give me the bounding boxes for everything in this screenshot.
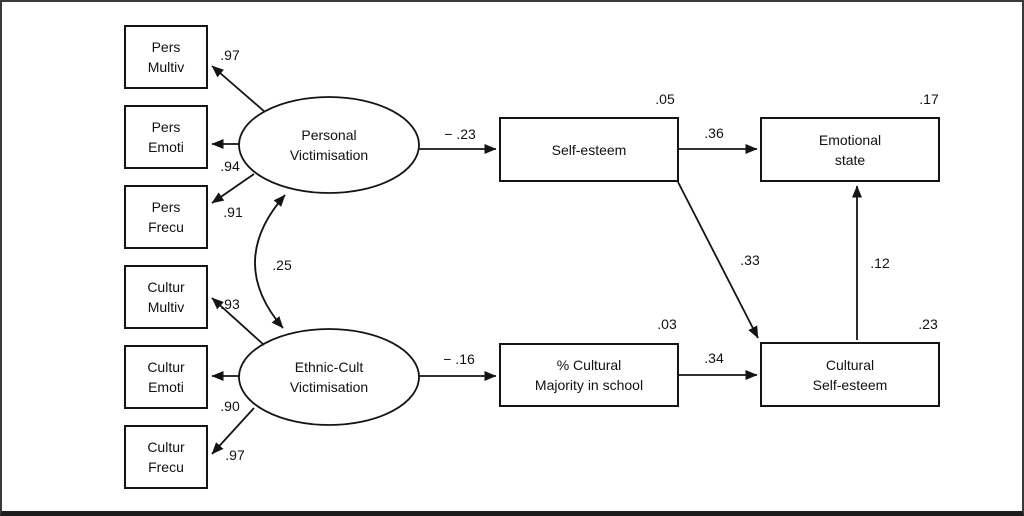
r2-self-esteem: .05 — [655, 91, 675, 107]
path-pv-self-esteem-label: − .23 — [444, 126, 476, 142]
node-label: Cultur — [147, 279, 185, 295]
node-label: state — [834, 151, 866, 168]
path-majority-cultural-label: .34 — [704, 350, 724, 366]
r2-emotional-state: .17 — [919, 91, 939, 107]
path-ecv-majority-label: − .16 — [443, 351, 475, 367]
node-emotional-state: Emotional state — [760, 117, 940, 182]
node-label: Pers — [151, 199, 181, 215]
node-cultural-self-esteem: Cultural Self-esteem — [760, 342, 940, 407]
loading-cultur-multiv: .93 — [220, 296, 240, 312]
arrow-pv-to-pers-multiv — [211, 65, 266, 113]
r2-cultural-self-esteem: .23 — [918, 316, 938, 332]
node-label: Pers — [151, 119, 181, 135]
loading-pers-multiv: .97 — [220, 47, 240, 63]
node-label: Emoti — [148, 379, 184, 395]
node-label: Majority in school — [534, 377, 644, 393]
node-label: Cultural — [825, 356, 875, 373]
node-label: Victimisation — [289, 379, 369, 395]
node-pers-multiv: Pers Multiv — [124, 25, 208, 89]
node-cultur-emoti: Cultur Emoti — [124, 345, 208, 409]
path-cultural-emotional-label: .12 — [870, 255, 890, 271]
node-label: % Cultural — [556, 357, 622, 373]
node-label: Personal — [301, 127, 357, 143]
r2-cultural-majority: .03 — [657, 316, 677, 332]
node-label: Pers — [151, 39, 181, 55]
node-label: Self-esteem — [551, 141, 627, 158]
path-self-esteem-cultural-label: .33 — [740, 252, 760, 268]
node-personal-victimisation: Personal Victimisation — [239, 97, 419, 193]
path-self-esteem-emotional-label: .36 — [704, 125, 724, 141]
loading-cultur-frecu: .97 — [225, 447, 245, 463]
node-self-esteem: Self-esteem — [499, 117, 679, 182]
node-label: Multiv — [147, 299, 185, 315]
node-cultural-majority: % Cultural Majority in school — [499, 343, 679, 407]
node-label: Frecu — [148, 459, 184, 475]
node-label: Multiv — [147, 59, 185, 75]
arrow-pv-to-pers-frecu — [211, 173, 255, 204]
node-label: Frecu — [148, 219, 184, 235]
covariance-label: .25 — [272, 257, 292, 273]
node-label: Cultur — [147, 359, 185, 375]
arrow-ecv-to-cultur-frecu — [211, 407, 255, 455]
ellipse-ethnic-cult-victimisation — [238, 328, 420, 426]
loading-pers-emoti: .94 — [220, 158, 240, 174]
node-label: Emoti — [148, 139, 184, 155]
arrow-ecv-to-cultur-multiv — [211, 297, 265, 346]
node-label: Emotional — [818, 131, 882, 148]
loading-cultur-emoti: .90 — [220, 398, 240, 414]
loading-pers-frecu: .91 — [223, 204, 243, 220]
node-label: Ethnic-Cult — [294, 359, 364, 375]
node-pers-emoti: Pers Emoti — [124, 105, 208, 169]
arrow-self-esteem-to-cultural-se — [677, 181, 759, 339]
node-pers-frecu: Pers Frecu — [124, 185, 208, 249]
node-cultur-multiv: Cultur Multiv — [124, 265, 208, 329]
ellipse-personal-victimisation — [238, 96, 420, 194]
node-label: Self-esteem — [812, 376, 888, 393]
node-ethnic-cult-victimisation: Ethnic-Cult Victimisation — [239, 329, 419, 425]
node-cultur-frecu: Cultur Frecu — [124, 425, 208, 489]
node-label: Victimisation — [289, 147, 369, 163]
node-label: Cultur — [147, 439, 185, 455]
covariance-arrow-pv-ecv — [254, 194, 286, 329]
